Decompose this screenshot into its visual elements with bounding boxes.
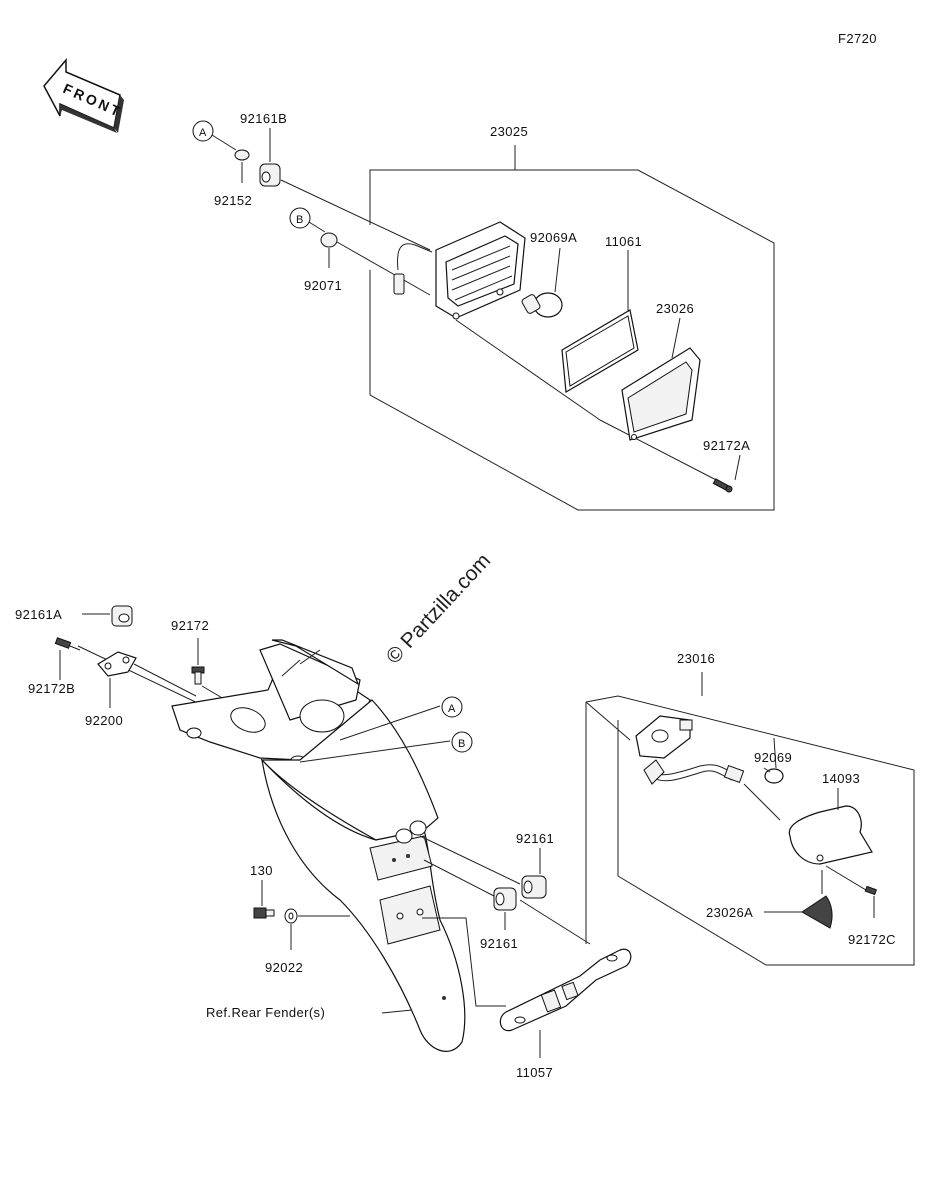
callout-b: B (289, 207, 326, 233)
tail-light-assembly-box (369, 145, 775, 511)
front-arrow-icon: FRONT (43, 57, 125, 133)
label-92069: 92069 (754, 750, 792, 765)
ref-rear-fender-leader (381, 1009, 413, 1014)
gasket-11061 (561, 250, 639, 393)
grommet-92071 (320, 232, 431, 296)
label-92152: 92152 (214, 193, 252, 208)
bolt-130 (253, 880, 275, 919)
bulb-92069 (763, 737, 784, 784)
watermark: © Partzilla.com (382, 549, 495, 668)
label-92161-upper: 92161 (516, 831, 554, 846)
label-92161-lower: 92161 (480, 936, 518, 951)
reflector-23026A (764, 870, 833, 929)
label-11057: 11057 (516, 1065, 553, 1080)
label-11061: 11061 (605, 234, 642, 249)
collar-92161A (82, 605, 133, 627)
bracket-11057 (422, 899, 632, 1058)
svg-text:B: B (296, 214, 303, 226)
grommet-92161-lower (423, 859, 517, 930)
svg-text:A: A (199, 127, 207, 139)
ref-rear-fender-label: Ref.Rear Fender(s) (206, 1005, 325, 1020)
screw-92172C (864, 885, 878, 918)
label-23016: 23016 (677, 651, 715, 666)
label-23026A: 23026A (706, 905, 753, 920)
label-92069A: 92069A (530, 230, 577, 245)
callout-a-lower: A (339, 696, 463, 741)
svg-text:B: B (458, 738, 465, 750)
tail-light-housing (393, 221, 725, 485)
screw-92172A (712, 454, 741, 493)
svg-text:A: A (448, 703, 456, 715)
label-14093: 14093 (822, 771, 860, 786)
sleeve-92152 (234, 149, 250, 183)
label-92161B: 92161B (240, 111, 287, 126)
lens-23026 (621, 317, 701, 441)
rear-fender-bracket (171, 639, 371, 769)
callout-b-lower: B (299, 731, 473, 763)
label-92172C: 92172C (848, 932, 896, 947)
label-23025: 23025 (490, 124, 528, 139)
label-92172B: 92172B (28, 681, 75, 696)
washer-92022 (284, 908, 350, 950)
label-130: 130 (250, 863, 273, 878)
lens-14093 (788, 788, 873, 891)
label-92161A: 92161A (15, 607, 62, 622)
callout-a: A (192, 120, 237, 151)
turn-signal-box (585, 672, 915, 966)
plate-92200 (97, 651, 197, 708)
label-92172A: 92172A (703, 438, 750, 453)
turn-signal-base (635, 715, 781, 821)
bulb-92069A (521, 247, 563, 318)
label-92071: 92071 (304, 278, 342, 293)
label-92200: 92200 (85, 713, 123, 728)
grommet-92161-upper (419, 835, 547, 899)
rear-fender (260, 699, 466, 1052)
grommet-92161B (259, 128, 431, 251)
label-92022: 92022 (265, 960, 303, 975)
figure-code: F2720 (838, 31, 877, 46)
label-23026: 23026 (656, 301, 694, 316)
label-92172: 92172 (171, 618, 209, 633)
